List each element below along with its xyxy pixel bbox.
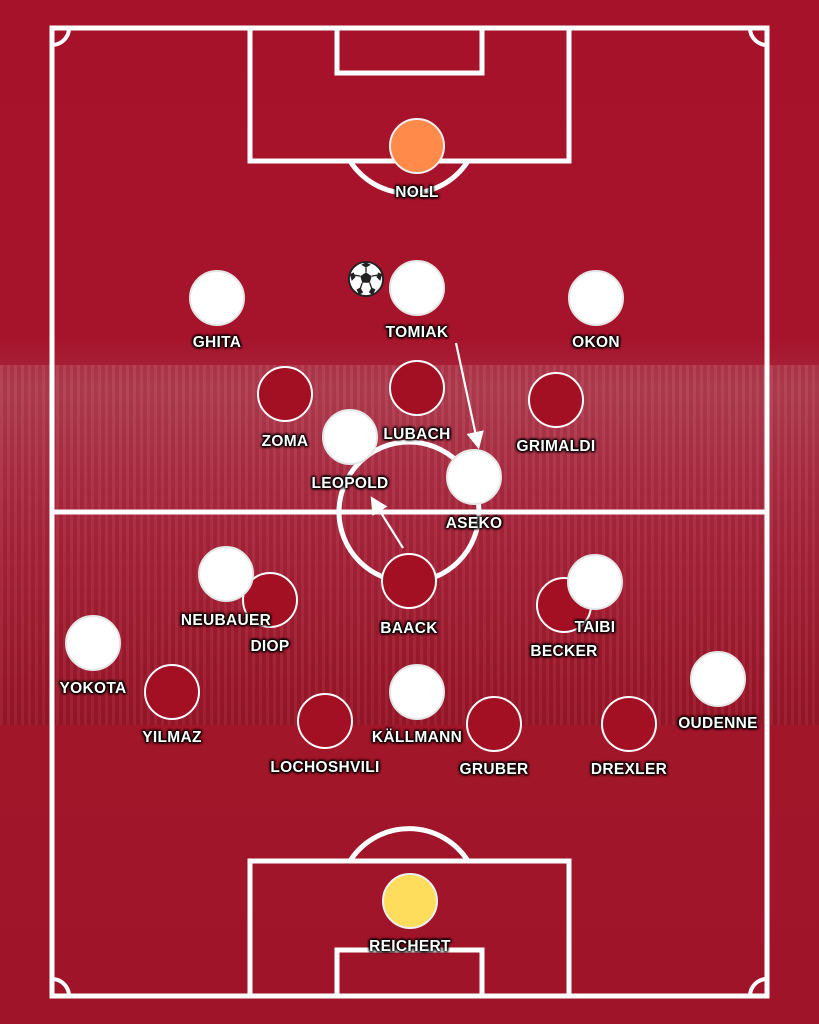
player-gruber[interactable]: GRUBER [424,696,564,778]
player-token [382,873,438,929]
player-token [65,615,121,671]
soccer-ball-icon [347,260,385,298]
player-ghita[interactable]: GHITA [147,270,287,351]
player-token [144,664,200,720]
player-lochoshvili[interactable]: LOCHOSHVILI [255,693,395,776]
player-name: TOMIAK [385,324,449,341]
player-zoma[interactable]: ZOMA [215,366,355,450]
player-token [567,554,623,610]
player-name: DIOP [250,638,290,655]
player-grimaldi[interactable]: GRIMALDI [486,372,626,455]
movement-arrow-baack-to-leopold [370,496,404,549]
player-yokota[interactable]: YOKOTA [23,615,163,697]
player-neubauer[interactable]: NEUBAUER [156,546,296,629]
player-name: BECKER [530,643,598,660]
player-kallmann[interactable]: KÄLLMANN [347,664,487,746]
player-yilmaz[interactable]: YILMAZ [102,664,242,746]
player-name: ASEKO [445,515,503,532]
player-token [297,693,353,749]
top-goal-area [334,25,485,76]
player-token [389,118,445,174]
player-leopold[interactable]: LEOPOLD [280,409,420,492]
player-token [690,651,746,707]
player-token [389,664,445,720]
player-oudenne[interactable]: OUDENNE [648,651,788,732]
corner-arc-top-left [51,27,71,47]
player-name: LEOPOLD [311,475,389,492]
player-token [198,546,254,602]
player-lubach[interactable]: LUBACH [347,360,487,443]
player-reichert[interactable]: REICHERT [340,873,480,955]
player-name: GRIMALDI [516,438,596,455]
player-name: GHITA [192,334,242,351]
player-token [389,360,445,416]
player-token [528,372,584,428]
player-name: LUBACH [383,426,451,443]
player-noll[interactable]: NOLL [347,118,487,201]
player-taibi[interactable]: TAIBI [525,554,665,636]
player-name: YOKOTA [59,680,127,697]
player-name: GRUBER [459,761,529,778]
player-okon[interactable]: OKON [526,270,666,351]
player-name: NOLL [395,184,439,201]
player-token [568,270,624,326]
player-name: DREXLER [590,761,668,778]
player-token [601,696,657,752]
player-name: LOCHOSHVILI [270,759,380,776]
player-token [322,409,378,465]
player-drexler[interactable]: DREXLER [559,696,699,778]
corner-arc-top-right [748,27,768,47]
player-name: BAACK [380,620,438,637]
player-token [257,366,313,422]
player-tomiak[interactable]: TOMIAK [347,260,487,341]
player-token [381,553,437,609]
player-name: OUDENNE [678,715,758,732]
player-name: YILMAZ [142,729,202,746]
movement-arrow-tomiak-to-aseko [454,342,484,450]
bottom-goal-area [334,947,485,999]
player-token [446,449,502,505]
player-name: REICHERT [369,938,451,955]
bottom-penalty-arc [347,826,471,863]
player-token [466,696,522,752]
player-name: ZOMA [261,433,309,450]
player-name: KÄLLMANN [371,729,463,746]
player-name: OKON [572,334,620,351]
player-token [189,270,245,326]
player-name: NEUBAUER [180,612,272,629]
player-baack[interactable]: BAACK [339,553,479,637]
corner-arc-bottom-right [748,977,768,997]
player-token [347,260,445,316]
corner-arc-bottom-left [51,977,71,997]
player-aseko[interactable]: ASEKO [404,449,544,532]
top-penalty-arc [347,159,471,196]
player-name: TAIBI [574,619,616,636]
